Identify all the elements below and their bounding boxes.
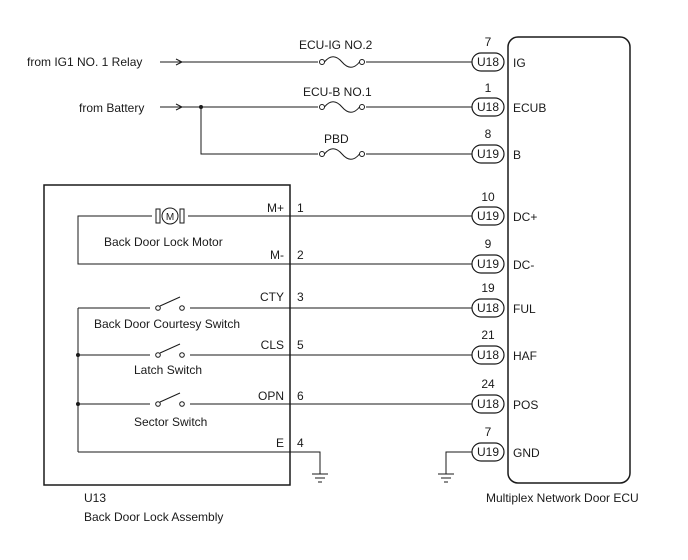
- assembly-pin-number: 4: [297, 436, 304, 450]
- assembly-pin-label: M+: [267, 201, 284, 215]
- motor-label: Back Door Lock Motor: [104, 235, 223, 249]
- svg-text:POS: POS: [513, 398, 538, 412]
- ecu-box: [507, 36, 631, 484]
- assembly-box: [43, 184, 291, 486]
- courtesy-switch-icon: [150, 296, 190, 314]
- ecu-pin: 21 U18 HAF: [471, 328, 537, 365]
- motor-icon: M: [152, 207, 188, 225]
- courtesy-switch-label: Back Door Courtesy Switch: [94, 317, 240, 331]
- fuse-pbd-icon: [318, 148, 366, 160]
- sector-switch-icon: [150, 392, 190, 410]
- ecu-pin: 8 U19 B: [471, 127, 521, 164]
- ecu-pin: 7 U19 GND: [471, 425, 540, 462]
- svg-text:ECUB: ECUB: [513, 101, 546, 115]
- svg-text:U18: U18: [477, 301, 499, 315]
- wire-gnd: [445, 451, 472, 474]
- ground-icon: [438, 473, 454, 483]
- svg-text:B: B: [513, 148, 521, 162]
- arrow-ig1: [160, 58, 184, 66]
- junction-opn: [76, 402, 80, 406]
- svg-text:7: 7: [485, 425, 492, 439]
- junction-battery: [199, 105, 203, 109]
- assembly-pin-label: CLS: [261, 338, 284, 352]
- assembly-code: U13: [84, 491, 106, 505]
- assembly-pin-number: 6: [297, 389, 304, 403]
- sector-switch-label: Sector Switch: [134, 415, 207, 429]
- svg-text:GND: GND: [513, 446, 540, 460]
- wire-b: [200, 107, 472, 155]
- svg-text:7: 7: [485, 35, 492, 49]
- assembly-pin-label: M-: [270, 248, 284, 262]
- svg-text:DC-: DC-: [513, 258, 534, 272]
- svg-text:IG: IG: [513, 56, 526, 70]
- assembly-pin-label: CTY: [260, 290, 284, 304]
- svg-text:10: 10: [481, 190, 495, 204]
- svg-text:U19: U19: [477, 209, 499, 223]
- svg-text:DC+: DC+: [513, 210, 537, 224]
- svg-text:U18: U18: [477, 55, 499, 69]
- svg-text:HAF: HAF: [513, 349, 537, 363]
- svg-text:1: 1: [485, 81, 492, 95]
- assembly-pin-number: 1: [297, 201, 304, 215]
- fuse-ecu-b-icon: [318, 101, 366, 113]
- latch-switch-icon: [150, 343, 190, 361]
- svg-text:19: 19: [481, 281, 495, 295]
- arrow-battery: [160, 103, 184, 111]
- ecu-pin: 19 U18 FUL: [471, 281, 536, 318]
- fuse-ecu-ig-label: ECU-IG NO.2: [299, 38, 373, 52]
- assembly-pin-number: 2: [297, 248, 304, 262]
- fuse-pbd-label: PBD: [324, 132, 349, 146]
- ecu-pin: 7 U18 IG: [471, 35, 526, 72]
- source-ig1-relay: from IG1 NO. 1 Relay: [27, 55, 142, 69]
- svg-text:9: 9: [485, 237, 492, 251]
- svg-text:U19: U19: [477, 257, 499, 271]
- fuse-ecu-ig-icon: [318, 56, 366, 68]
- ecu-pin: 9 U19 DC-: [471, 237, 534, 274]
- ecu-pin: 1 U18 ECUB: [471, 81, 546, 117]
- wire-e: [78, 451, 321, 474]
- svg-text:21: 21: [481, 328, 495, 342]
- assembly-pin-number: 5: [297, 338, 304, 352]
- svg-text:U19: U19: [477, 445, 499, 459]
- junction-cls: [76, 353, 80, 357]
- ecu-pin: 10 U19 DC+: [471, 190, 537, 226]
- assembly-pin-number: 3: [297, 290, 304, 304]
- wire-dc-plus: [77, 215, 472, 265]
- svg-text:U18: U18: [477, 348, 499, 362]
- motor-symbol: M: [166, 212, 174, 223]
- ground-icon: [312, 473, 328, 483]
- fuse-ecu-b-label: ECU-B NO.1: [303, 85, 372, 99]
- svg-text:U19: U19: [477, 147, 499, 161]
- svg-text:8: 8: [485, 127, 492, 141]
- ecu-pin: 24 U18 POS: [471, 377, 538, 414]
- source-battery: from Battery: [79, 101, 144, 115]
- svg-text:24: 24: [481, 377, 495, 391]
- assembly-pin-label: E: [276, 436, 284, 450]
- ecu-name: Multiplex Network Door ECU: [486, 491, 639, 505]
- assembly-pin-label: OPN: [258, 389, 284, 403]
- svg-text:U18: U18: [477, 100, 499, 114]
- assembly-name: Back Door Lock Assembly: [84, 510, 223, 524]
- latch-switch-label: Latch Switch: [134, 363, 202, 377]
- svg-text:FUL: FUL: [513, 302, 536, 316]
- svg-text:U18: U18: [477, 397, 499, 411]
